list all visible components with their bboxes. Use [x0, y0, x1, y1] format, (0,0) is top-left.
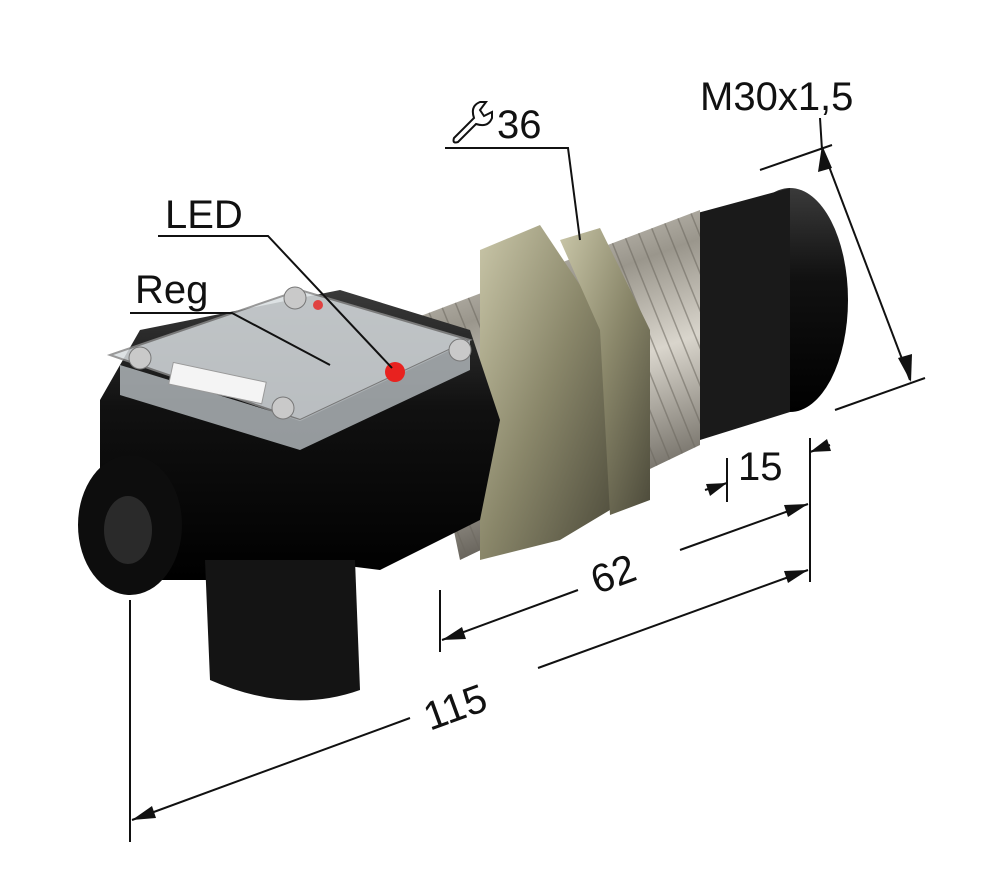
thread-dimension: M30x1,5	[700, 75, 926, 411]
total-length-label: 115	[418, 676, 493, 739]
wrench-size-callout: 36	[445, 101, 581, 241]
lock-nut-rear	[480, 225, 610, 560]
led-callout: LED	[158, 193, 393, 369]
front-length-dimension: 15	[704, 438, 831, 582]
thread-length-label: 62	[585, 546, 642, 603]
reg-callout: Reg	[130, 268, 331, 366]
led-label: LED	[165, 193, 243, 237]
lock-nut-front	[560, 228, 650, 515]
reg-label: Reg	[135, 268, 208, 312]
wrench-icon	[452, 101, 493, 144]
thread-label: M30x1,5	[700, 75, 853, 119]
sensor-illustration	[78, 188, 848, 701]
front-length-label: 15	[738, 445, 783, 489]
wrench-size-label: 36	[497, 103, 542, 147]
bottom-outlet	[205, 560, 360, 701]
